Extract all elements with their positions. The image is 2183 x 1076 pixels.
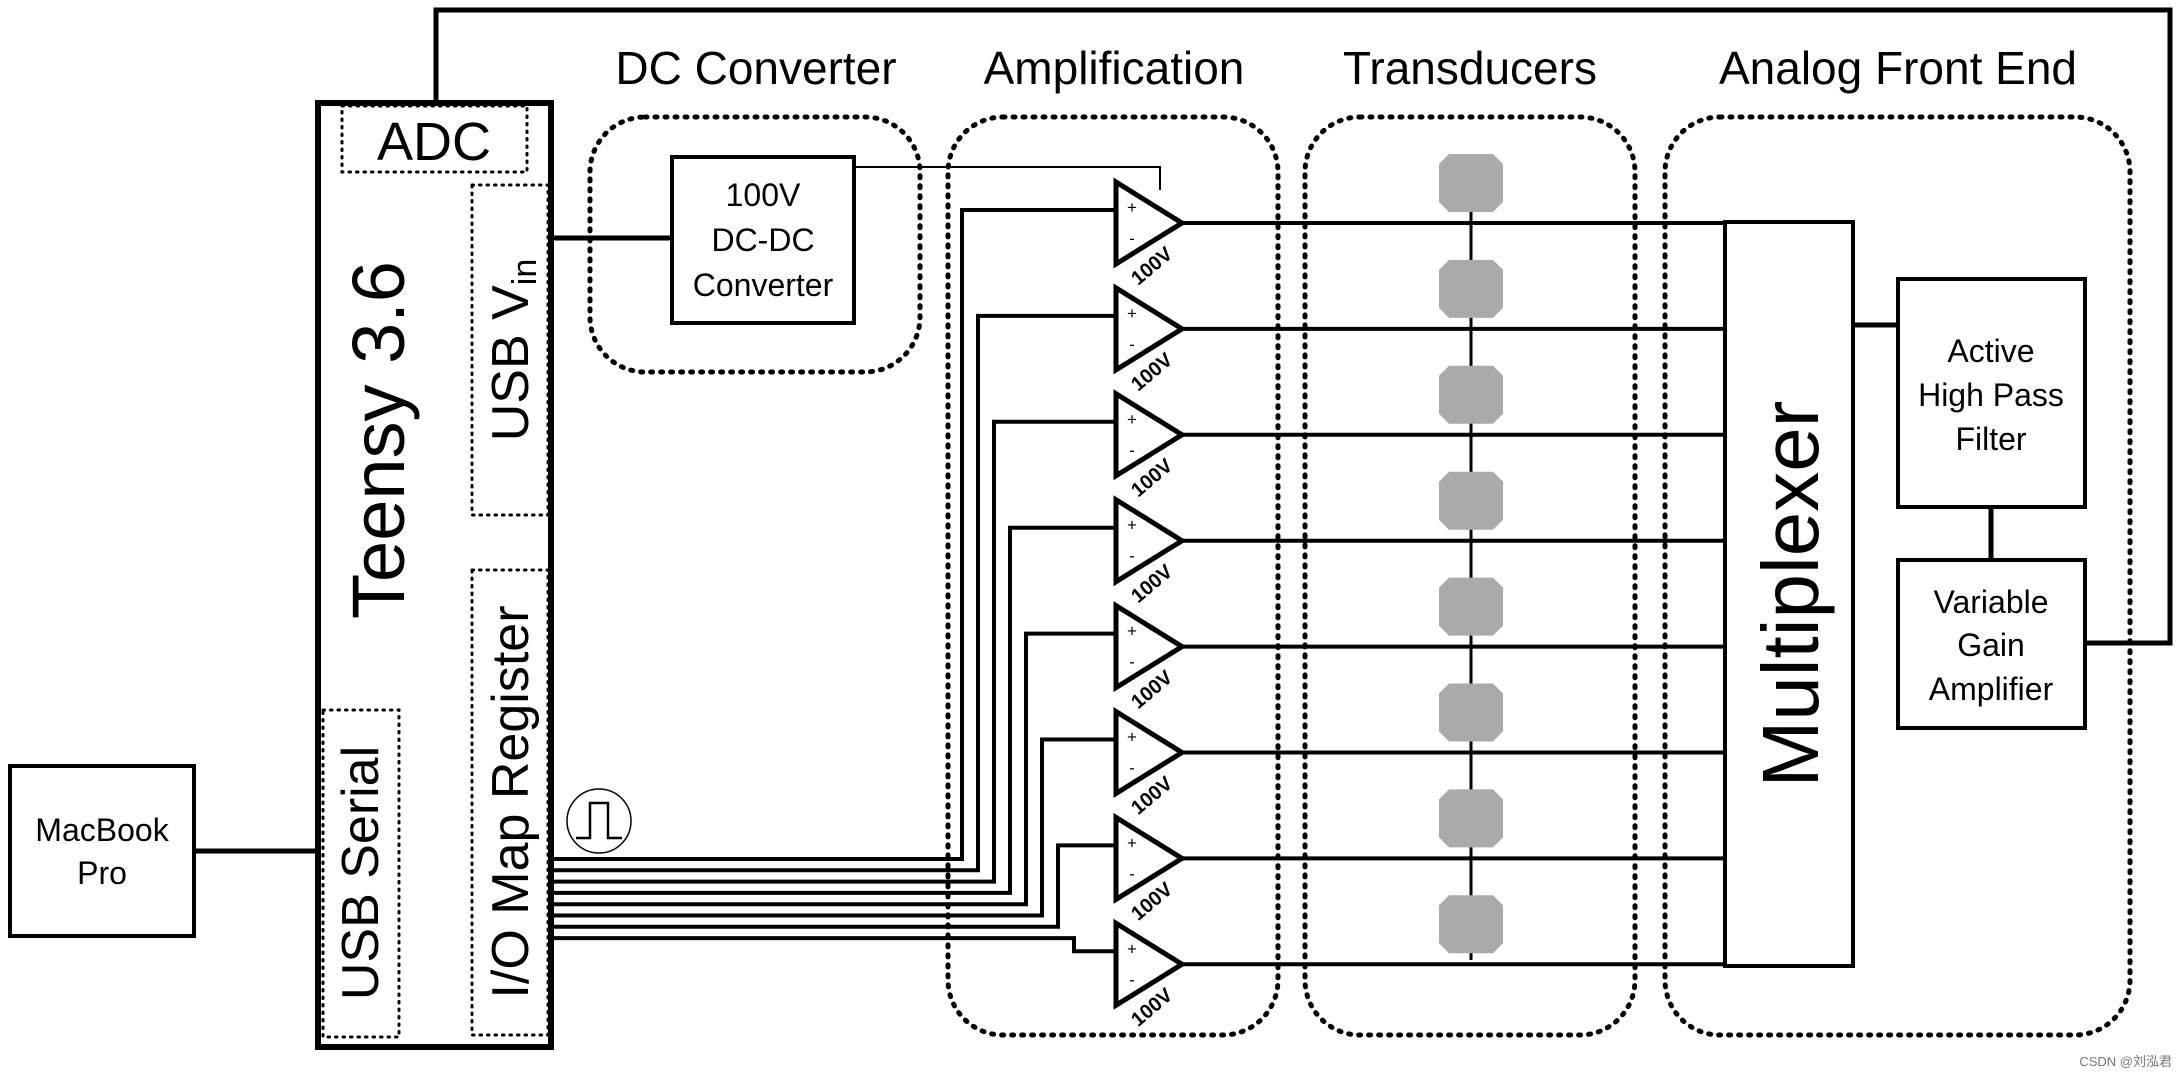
amplifier-triangle bbox=[1113, 707, 1187, 798]
transducer-element bbox=[1439, 577, 1503, 636]
vga-label-line1: Variable bbox=[1933, 584, 2048, 620]
amplifier-plus-sign: + bbox=[1127, 939, 1137, 958]
amplifier-triangle bbox=[1113, 601, 1187, 693]
transducer-element bbox=[1439, 471, 1503, 530]
amplification-group bbox=[945, 114, 1281, 1038]
section-title-dc-converter: DC Converter bbox=[615, 42, 896, 94]
transducer-element bbox=[1439, 365, 1503, 424]
teensy-board bbox=[315, 100, 554, 1050]
amplifier-plus-sign: + bbox=[1127, 304, 1137, 323]
io-map-region bbox=[470, 568, 550, 1037]
adc-feedback-wire bbox=[433, 7, 2173, 646]
analog-front-end-group bbox=[1662, 114, 2133, 1038]
amplifier-plus-sign: + bbox=[1127, 198, 1137, 217]
watermark: CSDN @刘泓君 bbox=[2079, 1054, 2172, 1069]
io-control-wire bbox=[551, 631, 1116, 907]
transducer-element bbox=[1439, 895, 1503, 954]
square-pulse-icon bbox=[566, 788, 632, 854]
usb-vin-label: USB Vin bbox=[482, 259, 544, 442]
vga-label-line3: Amplifier bbox=[1929, 671, 2054, 707]
usb-serial-region bbox=[321, 708, 401, 1039]
amplifier-plus-sign: + bbox=[1127, 728, 1137, 747]
transducer-element bbox=[1439, 683, 1503, 742]
transducer-element bbox=[1439, 259, 1503, 318]
amplifier-triangle bbox=[1113, 495, 1187, 587]
transducer-array bbox=[1439, 154, 1503, 960]
amplifier-minus-sign: - bbox=[1129, 229, 1135, 248]
section-title-analog-front-end: Analog Front End bbox=[1719, 42, 2077, 94]
multiplexer-label: Multiplexer bbox=[1746, 401, 1835, 788]
dc-dc-converter-box bbox=[670, 155, 856, 325]
io-map-register-label: I/O Map Register bbox=[482, 605, 540, 998]
amplifier-triangle bbox=[1113, 812, 1187, 904]
macbook-label-line2: Pro bbox=[77, 855, 127, 891]
dc-converter-group bbox=[587, 114, 923, 375]
transducer-element bbox=[1439, 789, 1503, 848]
io-control-wire bbox=[551, 419, 1116, 884]
teensy-title: Teensy 3.6 bbox=[337, 261, 420, 619]
amplifier-plus-sign: + bbox=[1127, 410, 1137, 429]
io-control-wire bbox=[551, 843, 1116, 929]
amplifier-plus-sign: + bbox=[1127, 622, 1137, 641]
amplifier-minus-sign: - bbox=[1129, 759, 1135, 778]
converter-label-line1: 100V bbox=[726, 177, 801, 213]
io-control-wire bbox=[551, 737, 1116, 918]
amplifier-plus-sign: + bbox=[1127, 516, 1137, 535]
converter-label-line2: DC-DC bbox=[711, 222, 814, 258]
adc-region bbox=[340, 104, 529, 174]
transducer-element bbox=[1439, 154, 1503, 212]
multiplexer-box bbox=[1723, 220, 1855, 968]
io-control-wire bbox=[551, 313, 1116, 873]
hpf-label-line3: Filter bbox=[1955, 421, 2026, 457]
amplifier-minus-sign: - bbox=[1129, 335, 1135, 354]
hv-supply-wire bbox=[854, 166, 1161, 190]
hpf-label-line1: Active bbox=[1947, 333, 2034, 369]
amplifier-minus-sign: - bbox=[1129, 653, 1135, 672]
io-control-wire bbox=[551, 525, 1116, 895]
amplifier-minus-sign: - bbox=[1129, 970, 1135, 989]
amplifier-minus-sign: - bbox=[1129, 441, 1135, 460]
usb-serial-label: USB Serial bbox=[332, 746, 390, 1000]
amplifier-plus-sign: + bbox=[1127, 833, 1137, 852]
io-control-wire bbox=[551, 936, 1116, 954]
amplifier-triangle bbox=[1113, 177, 1187, 269]
converter-label-line3: Converter bbox=[693, 267, 834, 303]
adc-label: ADC bbox=[377, 112, 491, 172]
section-title-amplification: Amplification bbox=[984, 42, 1245, 94]
variable-gain-amplifier-box bbox=[1896, 558, 2087, 730]
amplifier-triangle bbox=[1113, 283, 1187, 375]
amplifier-minus-sign: - bbox=[1129, 547, 1135, 566]
amplifier-minus-sign: - bbox=[1129, 864, 1135, 883]
amplifier-triangle bbox=[1113, 389, 1187, 481]
io-control-wire bbox=[551, 208, 1116, 861]
usb-vin-region bbox=[470, 183, 550, 517]
vga-label-line2: Gain bbox=[1957, 627, 2025, 663]
hpf-label-line2: High Pass bbox=[1918, 377, 2064, 413]
active-high-pass-filter-box bbox=[1896, 277, 2087, 509]
amplifier-triangle bbox=[1113, 918, 1187, 1010]
section-title-transducers: Transducers bbox=[1343, 42, 1597, 94]
macbook-pro-box bbox=[8, 764, 196, 938]
transducers-group bbox=[1302, 114, 1638, 1038]
macbook-label-line1: MacBook bbox=[35, 812, 169, 848]
io-control-wires bbox=[551, 208, 1116, 954]
